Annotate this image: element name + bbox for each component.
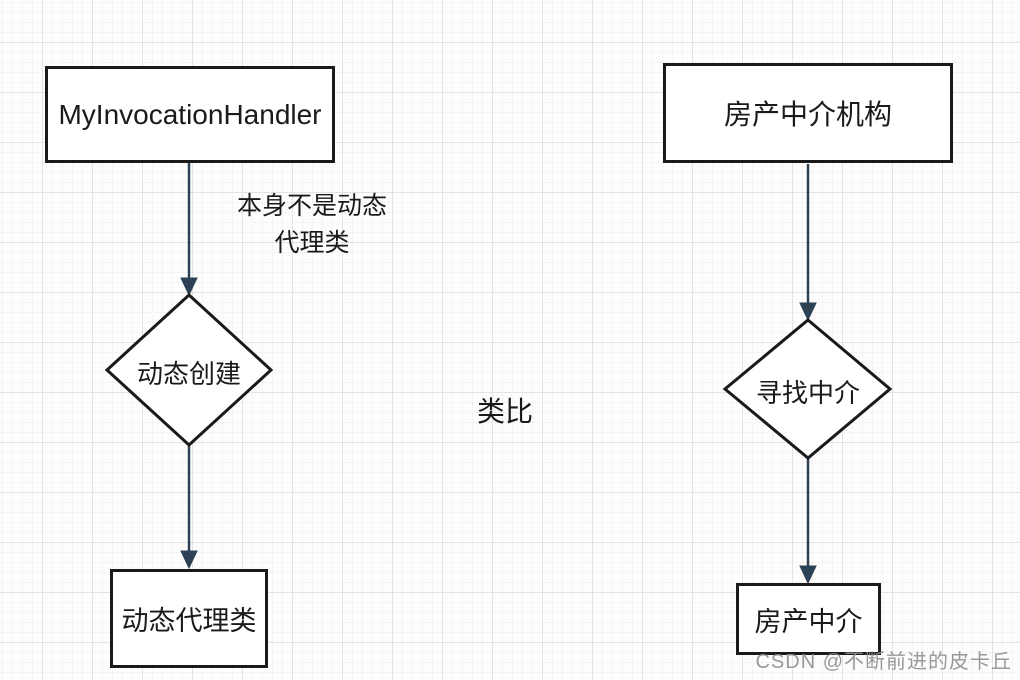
node-dynamic-proxy-class: 动态代理类 [110, 569, 268, 668]
csdn-watermark: CSDN @不断前进的皮卡丘 [755, 651, 1012, 673]
arrow-right-diamond-to-bottom [799, 458, 817, 585]
edge-annotation-line2: 代理类 [274, 229, 350, 257]
edge-annotation: 本身不是动态 代理类 [212, 188, 412, 262]
node-dynamic-proxy-class-label: 动态代理类 [121, 606, 257, 636]
node-real-estate-agent: 房产中介 [736, 583, 881, 655]
node-real-estate-agency: 房产中介机构 [663, 63, 953, 163]
diamond-dynamic-create-label: 动态创建 [136, 359, 241, 389]
node-real-estate-agency-label: 房产中介机构 [723, 99, 892, 130]
arrow-left-top-to-diamond [180, 163, 198, 297]
decision-diamond-dynamic-create [104, 292, 274, 448]
analogy-label: 类比 [476, 396, 533, 427]
arrow-right-top-to-diamond [799, 164, 817, 322]
arrow-down-icon [799, 302, 817, 322]
arrow-left-diamond-to-bottom [180, 446, 198, 570]
arrow-down-icon [799, 565, 817, 585]
decision-diamond-find-agent [722, 318, 893, 460]
diamond-find-agent-label: 寻找中介 [755, 378, 860, 408]
node-myinvocationhandler: MyInvocationHandler [45, 66, 335, 163]
node-myinvocationhandler-label: MyInvocationHandler [58, 98, 322, 130]
node-real-estate-agent-label: 房产中介 [754, 606, 863, 637]
edge-annotation-line1: 本身不是动态 [236, 192, 387, 220]
arrow-down-icon [180, 277, 198, 297]
arrow-down-icon [180, 550, 198, 570]
